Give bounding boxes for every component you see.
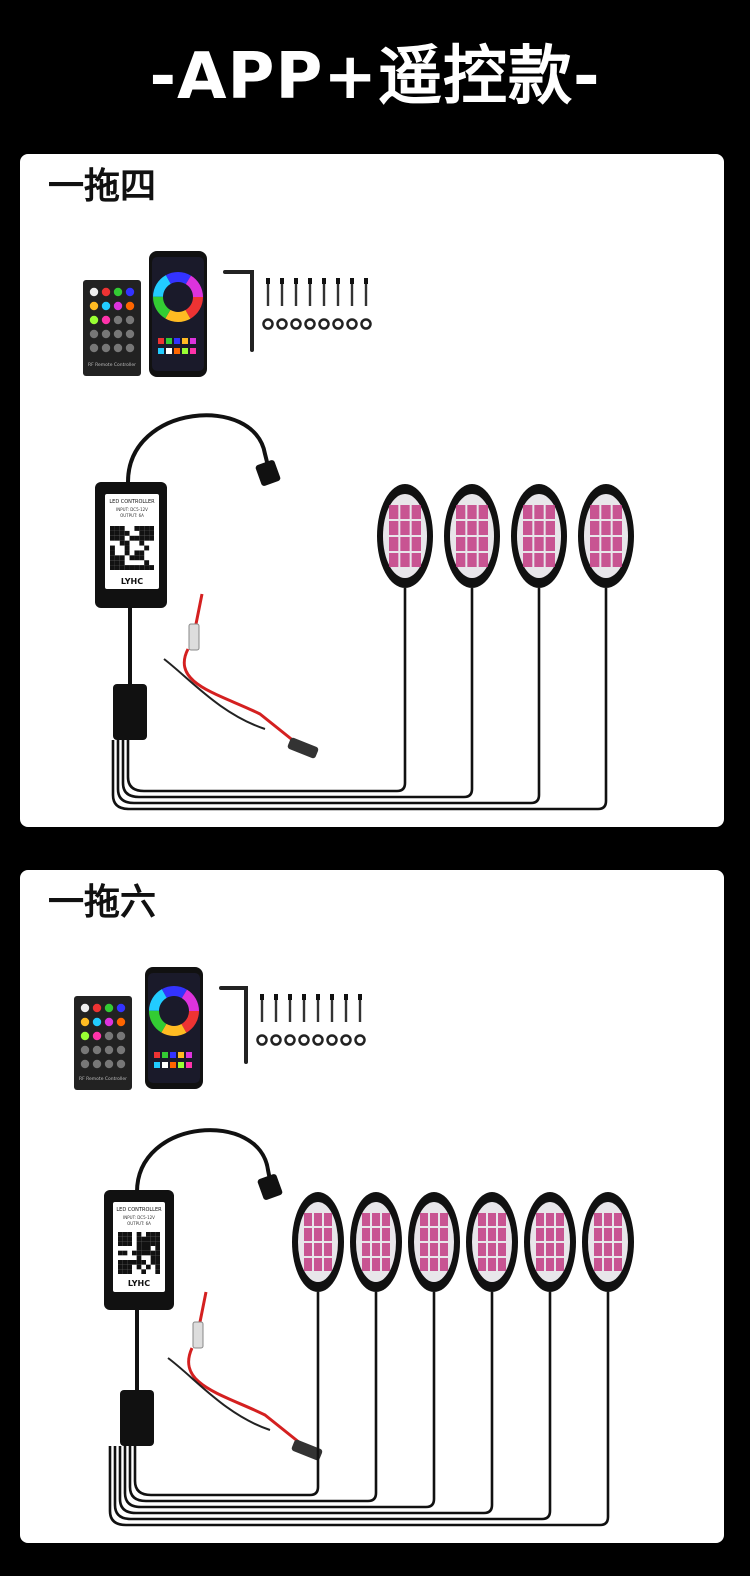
controller-brand: LYHC — [128, 1279, 150, 1288]
qr-code-icon — [118, 1232, 160, 1274]
controller-spec-1: INPUT: DC5-12V — [123, 1215, 155, 1220]
led-rock-light-pod — [578, 484, 634, 588]
pod-cable — [123, 1292, 436, 1509]
smartphone-app-icon — [149, 251, 207, 377]
kit-panel-one-to-six: 一拖六 RF Remote Controller — [20, 870, 724, 1543]
rf-remote-icon: RF Remote Controller — [83, 280, 141, 376]
page-headline: -APP+遥控款- — [149, 40, 601, 114]
controller-header: LED CONTROLLER — [116, 1207, 162, 1213]
screws-icon — [256, 994, 366, 1046]
screws-icon — [262, 278, 372, 330]
remote-label: RF Remote Controller — [79, 1076, 127, 1082]
allen-key-icon — [219, 986, 248, 1064]
kit-panel-one-to-four: 一拖四 RF Remote Controller — [20, 154, 724, 827]
rf-remote-icon: RF Remote Controller — [74, 996, 132, 1090]
led-rock-light-pod — [444, 484, 500, 588]
controller-spec-1: INPUT: DC5-12V — [116, 507, 148, 512]
kit-illustration-4: RF Remote Controller — [83, 251, 634, 811]
panel-title: 一拖四 — [48, 166, 157, 207]
led-rock-light-pod — [350, 1192, 402, 1292]
pod-cable — [108, 1292, 610, 1527]
pod-cable — [128, 1292, 378, 1503]
allen-key-icon — [223, 270, 254, 352]
controller-box: LED CONTROLLER INPUT: DC5-12V OUTPUT: 6A… — [95, 413, 319, 759]
panel-title: 一拖六 — [48, 882, 157, 923]
controller-box: LED CONTROLLER INPUT: DC5-12V OUTPUT: 6A… — [104, 1128, 323, 1461]
led-rock-light-pod — [511, 484, 567, 588]
pod-cable — [118, 1292, 494, 1515]
pod-cable — [116, 588, 541, 805]
led-rock-light-pod — [408, 1192, 460, 1292]
remote-label: RF Remote Controller — [88, 362, 136, 368]
led-rock-light-pod — [524, 1192, 576, 1292]
kit-illustration-6: RF Remote Controller — [74, 967, 634, 1527]
pod-cable — [121, 588, 474, 799]
pod-cable — [126, 588, 407, 793]
pod-cable — [133, 1292, 320, 1497]
led-rock-light-pod — [377, 484, 433, 588]
controller-spec-2: OUTPUT: 6A — [120, 513, 144, 518]
controller-brand: LYHC — [121, 577, 143, 586]
controller-spec-2: OUTPUT: 6A — [127, 1221, 151, 1226]
qr-code-icon — [110, 526, 154, 570]
smartphone-app-icon — [145, 967, 203, 1089]
pod-cable — [113, 1292, 552, 1521]
led-rock-light-pod — [466, 1192, 518, 1292]
controller-header: LED CONTROLLER — [109, 499, 155, 505]
pod-cable — [111, 588, 608, 811]
led-rock-light-pod — [292, 1192, 344, 1292]
led-rock-light-pod — [582, 1192, 634, 1292]
